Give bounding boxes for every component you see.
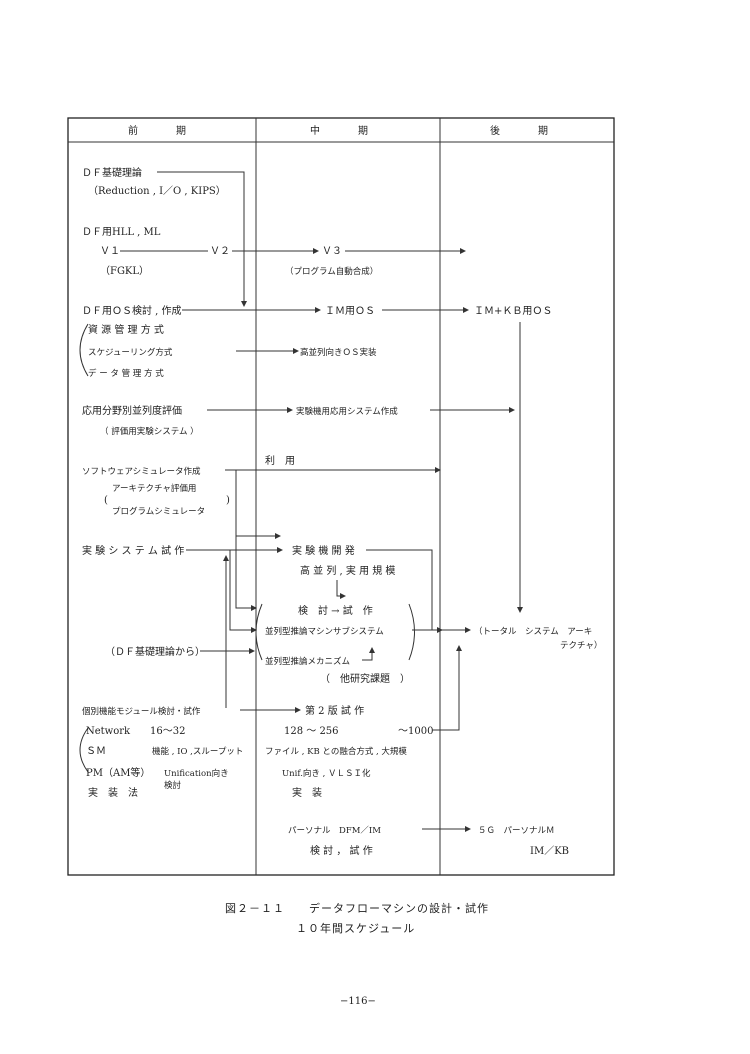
svg-text:(: ( (104, 495, 108, 506)
personal: パーソナル DFM／IM (288, 826, 381, 836)
inference-sub: 並列型推論マシンサブシステム (265, 626, 384, 637)
total-arch: （トータル システム アーキ (474, 626, 592, 637)
header-early: 前 期 (128, 124, 188, 137)
fiveg: ５Ｇ パーソナルＭ (478, 826, 555, 836)
second-proto: 第 2 版 試 作 (305, 704, 364, 717)
n-1000: 〜1000 (398, 726, 433, 737)
header-middle: 中 期 (310, 124, 370, 137)
inference-mech: 並列型推論メカニズム (265, 656, 350, 667)
page-number: −116− (340, 996, 376, 1007)
pm-early-2: 検討 (164, 780, 182, 791)
arrow (235, 470, 257, 611)
scheduling: スケジューリング方式 (88, 347, 173, 358)
arrow (432, 645, 462, 731)
auto-synth: （プログラム自動合成） (285, 266, 378, 277)
df-theory: ＤＦ基礎理論 (82, 166, 142, 179)
other-research: （ 他研究課題 ） (320, 672, 410, 685)
imkb-os: ＩＭ+ＫＢ用ＯＳ (474, 306, 552, 317)
v3: Ｖ３ (322, 246, 342, 257)
figure-caption-2: １０年間スケジュール (296, 921, 415, 935)
app-eval-sub: （ 評価用実験システム ） (100, 426, 199, 437)
total-arch-2: テクチャ） (560, 640, 602, 651)
exp-sys: 実 験 シ ス テ ム 試 作 (82, 544, 184, 557)
v1: Ｖ１ (100, 246, 120, 257)
df-os: ＤＦ用ＯＳ検討 , 作成 (82, 304, 182, 317)
personal-study: 検 討 ， 試 作 (310, 844, 373, 857)
figure-caption: 図２－１１ データフローマシンの設計・試作 (225, 901, 489, 915)
resource-mgmt: 資 源 管 理 方 式 (88, 323, 164, 336)
arrow (229, 550, 257, 633)
n-128-256: 128 〜 256 (284, 726, 339, 737)
from-df: （ＤＦ基礎理論から） (105, 645, 205, 658)
table-frame (67, 117, 615, 876)
arch-eval: アーキテクチャ評価用 (112, 483, 196, 494)
arrow (336, 580, 346, 599)
study-proto: 検 討 → 試 作 (298, 604, 373, 617)
imkb: IM／KB (530, 845, 569, 857)
im-os: ＩＭ用ＯＳ (325, 306, 375, 317)
impl: 実 装 法 (88, 786, 138, 799)
sw-sim: ソフトウェアシミュレータ作成 (82, 466, 201, 477)
arrow (362, 647, 375, 661)
df-theory-sub: （Reduction , I／O , KIPS） (88, 185, 226, 197)
prog-sim: プログラムシミュレータ (112, 506, 205, 517)
impl-mid: 実 装 (292, 786, 322, 799)
pm-early: Unification向き (164, 768, 229, 779)
pm-mid: Unif.向き , ＶＬＳＩ化 (282, 768, 371, 779)
sm-early: 機能 , IO ,スループット (152, 746, 243, 757)
sm: ＳＭ (86, 746, 106, 757)
module: 個別機能モジュール検討・試作 (82, 706, 201, 717)
df-hll: ＤＦ用HLL , ML (82, 227, 161, 238)
n-16-32: 16〜32 (150, 726, 185, 737)
arrow (366, 549, 443, 633)
use-label: 利 用 (265, 455, 295, 467)
high-parallel: 高 並 列 , 実 用 規 模 (300, 564, 395, 577)
exp-app: 実験機用応用システム作成 (296, 406, 398, 417)
v2: Ｖ２ (210, 246, 230, 257)
data-mgmt: デ ー タ 管 理 方 式 (88, 368, 164, 379)
network: Network (86, 726, 131, 737)
pm: PM（AM等） (86, 766, 150, 779)
fgkl: （FGKL） (100, 265, 149, 277)
header-late: 後 期 (490, 124, 550, 137)
app-eval: 応用分野別並列度評価 (82, 404, 182, 417)
parallel-os: 高並列向きＯＳ実装 (300, 347, 377, 358)
sm-mid: ファイル , KB との融合方式 , 大規模 (265, 746, 407, 757)
svg-text:): ) (226, 495, 230, 506)
exp-dev: 実 験 機 開 発 (292, 544, 355, 557)
arrow (157, 171, 247, 307)
